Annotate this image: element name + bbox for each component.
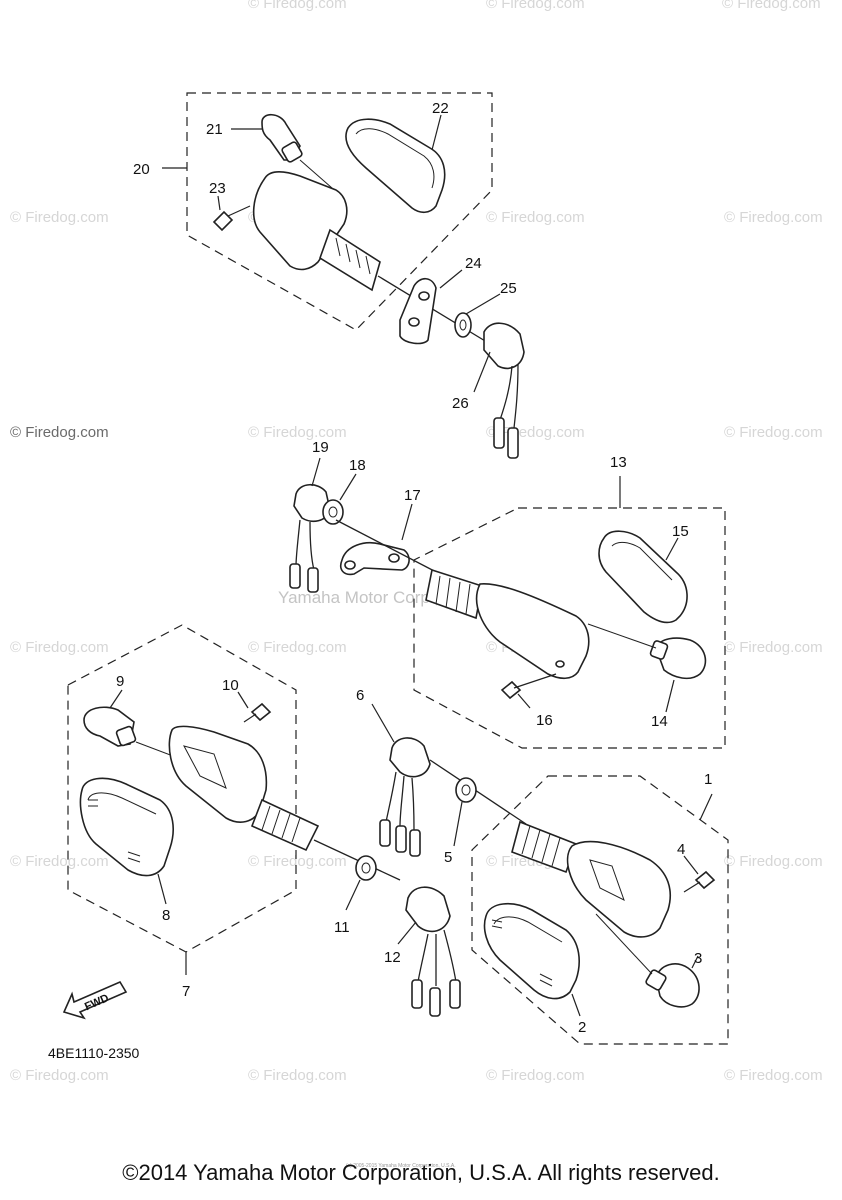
firedog-watermarks: © Firedog.com © Firedog.com © Firedog.co… [10, 0, 823, 1084]
part-number-5: 5 [444, 849, 452, 866]
part-number-19: 19 [312, 439, 329, 456]
watermark-text: © Firedog.com [248, 1067, 347, 1084]
socket-12 [397, 886, 461, 1017]
part-number-17: 17 [404, 487, 421, 504]
part-number-7: 7 [182, 983, 190, 1000]
grommet-5 [453, 777, 477, 847]
socket-6 [371, 703, 431, 857]
part-number-11: 11 [334, 919, 350, 936]
assembly-13: 19 18 17 13 15 16 14 [289, 439, 726, 749]
part-number-3: 3 [694, 950, 702, 967]
screw-4 [683, 855, 716, 893]
assembly-20-outline [186, 92, 493, 331]
watermark-text: © Firedog.com [10, 209, 109, 226]
lens-15 [598, 530, 688, 624]
fwd-label: FWD [83, 992, 111, 1013]
small-print: (c) 2005-2015 Yamaha Motor Corporation, … [346, 1163, 456, 1169]
watermark-text: © Firedog.com [724, 853, 823, 870]
lens-22 [345, 114, 446, 214]
watermark-text: © Firedog.com [10, 424, 109, 441]
watermark-text: © Firedog.com [248, 424, 347, 441]
part-number-20: 20 [133, 161, 150, 178]
watermark-text: © Firedog.com [724, 424, 823, 441]
bulb-14 [587, 623, 707, 713]
housing-20 [252, 170, 501, 351]
watermark-text: © Firedog.com [722, 0, 821, 12]
part-number-21: 21 [206, 121, 223, 138]
screw-16 [500, 673, 557, 709]
assembly-7-outline [67, 624, 297, 953]
housing-13 [425, 568, 590, 680]
lens-2 [483, 903, 581, 1017]
copyright-notice: ©2014 Yamaha Motor Corporation, U.S.A. A… [122, 1160, 720, 1185]
watermark-text: © Firedog.com [248, 0, 347, 12]
part-number-14: 14 [651, 713, 668, 730]
assembly-20: 20 21 22 23 24 25 26 [133, 92, 525, 459]
socket-26 [473, 322, 525, 459]
part-number-23: 23 [209, 180, 226, 197]
fwd-arrow-icon: FWD [62, 980, 128, 1020]
watermark-text: © Firedog.com [10, 1067, 109, 1084]
bracket-17 [339, 503, 413, 576]
watermark-text: © Firedog.com [724, 209, 823, 226]
socket-19 [289, 457, 331, 593]
part-number-26: 26 [452, 395, 469, 412]
watermark-text: © Firedog.com [486, 0, 585, 12]
grommet-25 [454, 293, 501, 338]
bulb-3 [595, 913, 700, 1008]
leader-line [699, 793, 713, 821]
bracket-24 [399, 269, 463, 345]
diagram-code: 4BE1110-2350 [48, 1045, 140, 1061]
part-number-25: 25 [500, 280, 517, 297]
watermark-text: © Firedog.com [248, 853, 347, 870]
assembly-1: 1 6 5 4 3 2 [356, 687, 729, 1045]
part-number-13: 13 [610, 454, 627, 471]
screw-23 [212, 195, 251, 232]
part-number-18: 18 [349, 457, 366, 474]
watermark-text: © Firedog.com [724, 1067, 823, 1084]
part-number-15: 15 [672, 523, 689, 540]
part-number-4: 4 [677, 841, 685, 858]
part-number-16: 16 [536, 712, 553, 729]
part-number-1: 1 [704, 771, 712, 788]
part-number-24: 24 [465, 255, 482, 272]
watermark-text: © Firedog.com [724, 639, 823, 656]
watermark-text: © Firedog.com [10, 853, 109, 870]
watermark-text: © Firedog.com [486, 1067, 585, 1084]
part-number-8: 8 [162, 907, 170, 924]
screw-10 [237, 691, 272, 723]
grommet-11 [345, 855, 377, 911]
housing-7 [168, 725, 401, 881]
housing-1 [511, 820, 672, 938]
part-number-12: 12 [384, 949, 401, 966]
part-number-2: 2 [578, 1019, 586, 1036]
assembly-7: FWD 9 10 8 7 11 12 4BE1110-2350 [48, 624, 461, 1061]
watermark-text: © Firedog.com [486, 209, 585, 226]
assembly-1-outline [471, 775, 729, 1045]
grommet-18 [322, 473, 357, 525]
part-number-10: 10 [222, 677, 239, 694]
lens-8 [79, 777, 174, 905]
part-number-6: 6 [356, 687, 364, 704]
watermark-text: © Firedog.com [10, 639, 109, 656]
part-number-9: 9 [116, 673, 124, 690]
bulb-21 [231, 113, 341, 196]
part-number-22: 22 [432, 100, 449, 117]
watermark-text: © Firedog.com [248, 639, 347, 656]
